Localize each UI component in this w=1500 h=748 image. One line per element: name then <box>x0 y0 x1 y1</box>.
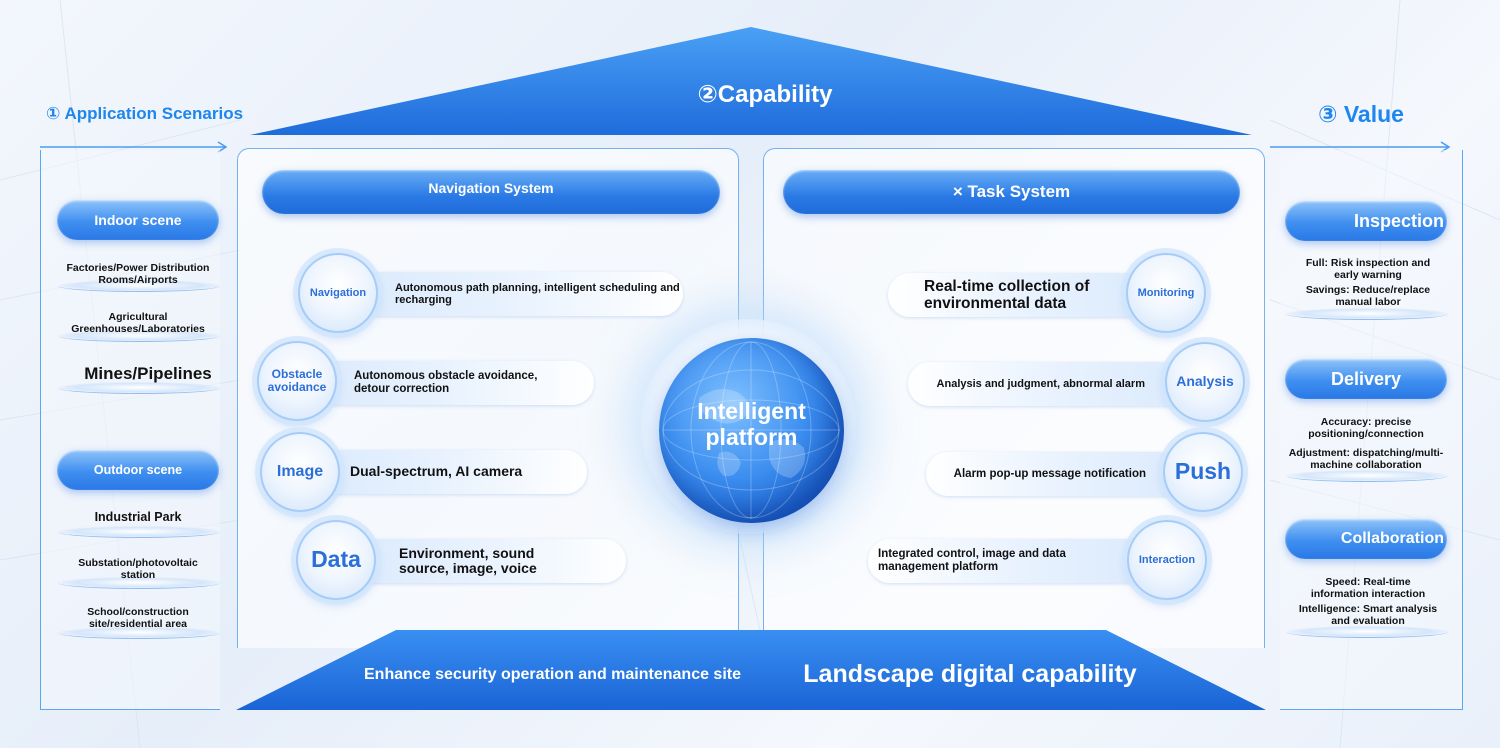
analysis-row: Analysis and judgment, abnormal alarm <box>908 362 1205 406</box>
left-arrow-line <box>40 141 228 153</box>
base-left-text: Enhance security operation and maintenan… <box>364 666 741 683</box>
intelligent-platform-label: Intelligent platform <box>697 398 806 450</box>
push-row: Alarm pop-up message notification <box>926 452 1206 496</box>
data-circle: Data <box>296 520 376 600</box>
value-plate <box>1286 308 1448 320</box>
scenario-plate <box>58 280 220 292</box>
application-scenarios-heading: ① Application Scenarios <box>46 104 244 123</box>
indoor-scene-label: Indoor scene <box>57 200 219 240</box>
analysis-circle: Analysis <box>1165 342 1245 422</box>
scenario-text: Factories/Power Distribution Rooms/Airpo… <box>66 262 210 286</box>
image-row: Dual-spectrum, AI camera <box>295 450 587 494</box>
obstacle-avoidance-row: Autonomous obstacle avoidance, detour co… <box>292 361 594 405</box>
data-row: Environment, sound source, image, voice <box>333 539 626 583</box>
data-row-text: Environment, sound source, image, voice <box>399 544 537 576</box>
obstacle-avoidance-circle-label: Obstacle avoidance <box>267 366 327 394</box>
value-text: Intelligence: Smart analysis and evaluat… <box>1298 603 1438 627</box>
inspection-line-1: Full: Risk inspection and early warning <box>1284 257 1452 281</box>
navigation-circle-label: Navigation <box>309 286 367 299</box>
navigation-circle: Navigation <box>298 253 378 333</box>
value-text: Savings: Reduce/replace manual labor <box>1305 284 1431 308</box>
scenario-plate <box>58 577 220 589</box>
scenario-mines: Mines/Pipelines <box>84 364 212 383</box>
delivery-line-1: Accuracy: precise positioning/connection <box>1280 416 1452 440</box>
scenario-factories: Factories/Power Distribution Rooms/Airpo… <box>50 262 226 286</box>
scenario-text: School/construction site/residential are… <box>87 606 189 630</box>
collaboration-line-2: Intelligence: Smart analysis and evaluat… <box>1284 603 1452 627</box>
value-plate <box>1286 626 1448 638</box>
navigation-system-bar: Navigation System <box>262 170 720 214</box>
obstacle-avoidance-circle: Obstacle avoidance <box>257 341 337 421</box>
capability-heading: ②Capability <box>697 81 833 108</box>
value-heading: ③ Value <box>1318 101 1404 127</box>
push-circle-label: Push <box>1174 458 1232 485</box>
interaction-circle-label: Interaction <box>1138 553 1196 566</box>
collaboration-label: Collaboration <box>1285 519 1447 559</box>
scenario-greenhouses: Agricultural Greenhouses/Laboratories <box>50 311 226 335</box>
monitoring-row: Real-time collection of environmental da… <box>888 273 1171 317</box>
scenario-industrial-park: Industrial Park <box>94 510 182 524</box>
value-column <box>1280 150 1463 710</box>
interaction-circle: Interaction <box>1127 520 1207 600</box>
scenario-substation: Substation/photovoltaic station <box>50 557 226 581</box>
image-circle-label: Image <box>276 463 324 481</box>
delivery-label: Delivery <box>1285 359 1447 399</box>
obstacle-avoidance-row-text: Autonomous obstacle avoidance, detour co… <box>354 370 538 395</box>
scenario-text: Substation/photovoltaic station <box>78 557 198 581</box>
push-circle: Push <box>1163 432 1243 512</box>
application-scenarios-column <box>40 150 220 710</box>
push-row-text: Alarm pop-up message notification <box>953 467 1146 480</box>
globe-icon <box>659 338 844 523</box>
capability-roof <box>250 27 1252 135</box>
scenario-plate <box>58 526 220 538</box>
navigation-row-text: Autonomous path planning, intelligent sc… <box>395 281 680 306</box>
interaction-row-text: Integrated control, image and data manag… <box>878 548 1066 573</box>
collaboration-line-1: Speed: Real-time information interaction <box>1284 576 1452 600</box>
value-text: Speed: Real-time information interaction <box>1310 576 1426 600</box>
monitoring-circle-label: Monitoring <box>1137 286 1195 299</box>
inspection-line-2: Savings: Reduce/replace manual labor <box>1284 284 1452 308</box>
analysis-row-text: Analysis and judgment, abnormal alarm <box>936 377 1145 390</box>
delivery-line-2: Adjustment: dispatching/multi-machine co… <box>1280 447 1452 471</box>
base-right-text: Landscape digital capability <box>803 660 1137 688</box>
analysis-circle-label: Analysis <box>1176 373 1234 390</box>
value-plate <box>1286 470 1448 482</box>
task-system-bar: × Task System <box>783 170 1240 214</box>
scenario-plate <box>58 382 220 394</box>
value-text: Adjustment: dispatching/multi-machine co… <box>1288 447 1444 471</box>
scenario-text: Agricultural Greenhouses/Laboratories <box>71 311 205 335</box>
value-text: Accuracy: precise positioning/connection <box>1308 416 1424 440</box>
image-circle: Image <box>260 432 340 512</box>
scenario-plate <box>58 330 220 342</box>
monitoring-row-text: Real-time collection of environmental da… <box>924 277 1090 312</box>
value-text: Full: Risk inspection and early warning <box>1305 257 1431 281</box>
monitoring-circle: Monitoring <box>1126 253 1206 333</box>
image-row-text: Dual-spectrum, AI camera <box>350 463 523 480</box>
interaction-row: Integrated control, image and data manag… <box>868 539 1168 583</box>
scenario-school: School/construction site/residential are… <box>50 606 226 630</box>
inspection-label: Inspection <box>1285 201 1447 241</box>
globe-grid <box>662 341 840 519</box>
base-trapezoid <box>236 630 1266 710</box>
data-circle-label: Data <box>311 546 361 573</box>
outdoor-scene-label: Outdoor scene <box>57 450 219 490</box>
navigation-row: Autonomous path planning, intelligent sc… <box>333 272 683 316</box>
scenario-plate <box>58 627 220 639</box>
